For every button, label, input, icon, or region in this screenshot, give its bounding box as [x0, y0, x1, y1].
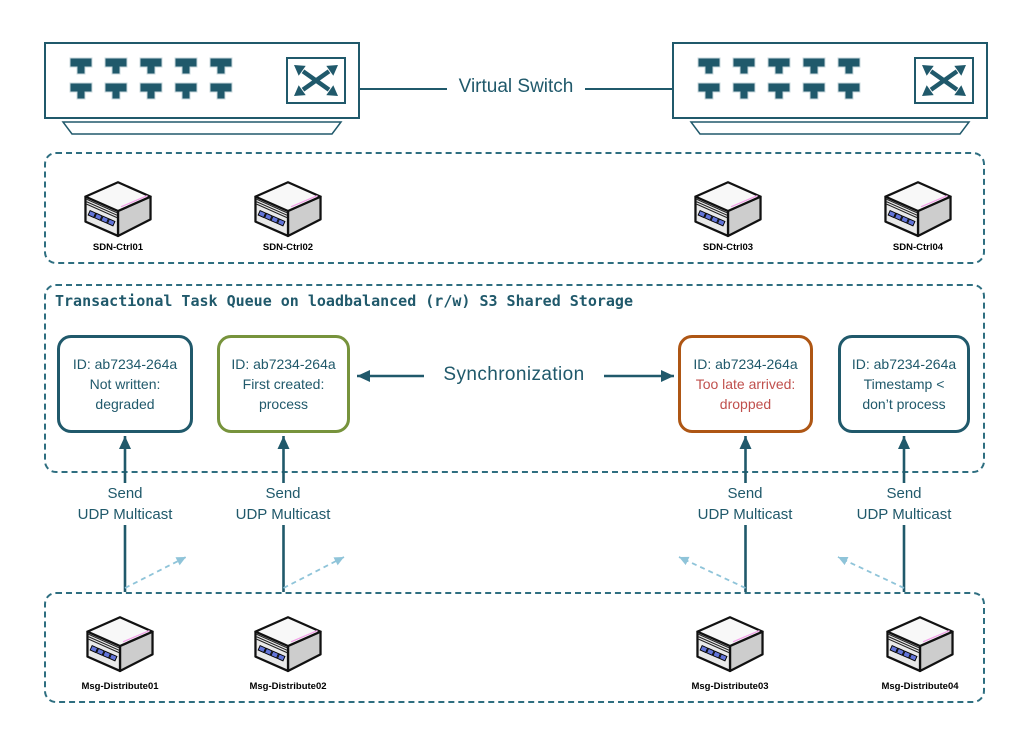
msg-node-label-02: Msg-Distribute02 — [249, 681, 327, 692]
sdn-node-label-04: SDN-Ctrl04 — [892, 242, 944, 253]
task-box-status: Not written: — [89, 376, 161, 392]
task-box-id: ID: ab7234-264a — [693, 356, 798, 372]
network-switch-icon-left — [45, 43, 359, 134]
server-3d-icon-sdn04 — [884, 181, 952, 238]
udp-line: UDP Multicast — [856, 506, 952, 523]
task-box-result: degraded — [95, 396, 155, 412]
server-3d-icon-msg03 — [696, 616, 764, 673]
sdn-node-label-01: SDN-Ctrl01 — [92, 242, 144, 253]
task-box-not-written: ID: ab7234-264a Not written: degraded — [57, 335, 193, 433]
task-box-id: ID: ab7234-264a — [231, 356, 336, 372]
udp-line: UDP Multicast — [77, 506, 173, 523]
task-box-status: Timestamp < — [863, 376, 945, 392]
network-switch-icon-right — [673, 43, 987, 134]
udp-multicast-label-2: Send UDP Multicast — [223, 483, 343, 525]
server-3d-icon-msg02 — [254, 616, 322, 673]
msg-node-label-01: Msg-Distribute01 — [81, 681, 159, 692]
task-box-result: don’t process — [862, 396, 946, 412]
task-box-first-created: ID: ab7234-264a First created: process — [217, 335, 350, 433]
multicast-spread-arrows — [124, 556, 905, 589]
server-3d-icon-msg04 — [886, 616, 954, 673]
task-box-timestamp: ID: ab7234-264a Timestamp < don’t proces… — [838, 335, 970, 433]
task-box-result: dropped — [719, 396, 772, 412]
task-box-id: ID: ab7234-264a — [851, 356, 957, 372]
udp-multicast-label-1: Send UDP Multicast — [65, 483, 185, 525]
send-line: Send — [886, 485, 922, 502]
server-3d-icon-sdn01 — [84, 181, 152, 238]
synchronization-label: Synchronization — [424, 364, 604, 386]
msg-node-label-03: Msg-Distribute03 — [691, 681, 769, 692]
udp-multicast-label-4: Send UDP Multicast — [844, 483, 964, 525]
msg-node-label-04: Msg-Distribute04 — [881, 681, 959, 692]
task-queue-container — [44, 284, 985, 473]
virtual-switch-label: Virtual Switch — [458, 76, 574, 97]
sdn-controllers-container — [44, 152, 985, 264]
send-line: Send — [107, 485, 143, 502]
task-box-too-late: ID: ab7234-264a Too late arrived: droppe… — [678, 335, 813, 433]
udp-multicast-label-3: Send UDP Multicast — [685, 483, 805, 525]
task-queue-title: Transactional Task Queue on loadbalanced… — [55, 292, 633, 310]
task-box-status: First created: — [242, 376, 325, 392]
server-3d-icon-msg01 — [86, 616, 154, 673]
send-line: Send — [727, 485, 763, 502]
task-box-id: ID: ab7234-264a — [72, 356, 178, 372]
sdn-node-label-02: SDN-Ctrl02 — [262, 242, 314, 253]
udp-line: UDP Multicast — [235, 506, 331, 523]
server-3d-icon-sdn02 — [254, 181, 322, 238]
task-box-status: Too late arrived: — [695, 376, 796, 392]
sdn-node-label-03: SDN-Ctrl03 — [702, 242, 754, 253]
send-line: Send — [265, 485, 301, 502]
msg-distributors-container — [44, 592, 985, 703]
server-3d-icon-sdn03 — [694, 181, 762, 238]
udp-line: UDP Multicast — [697, 506, 793, 523]
task-box-result: process — [258, 396, 309, 412]
